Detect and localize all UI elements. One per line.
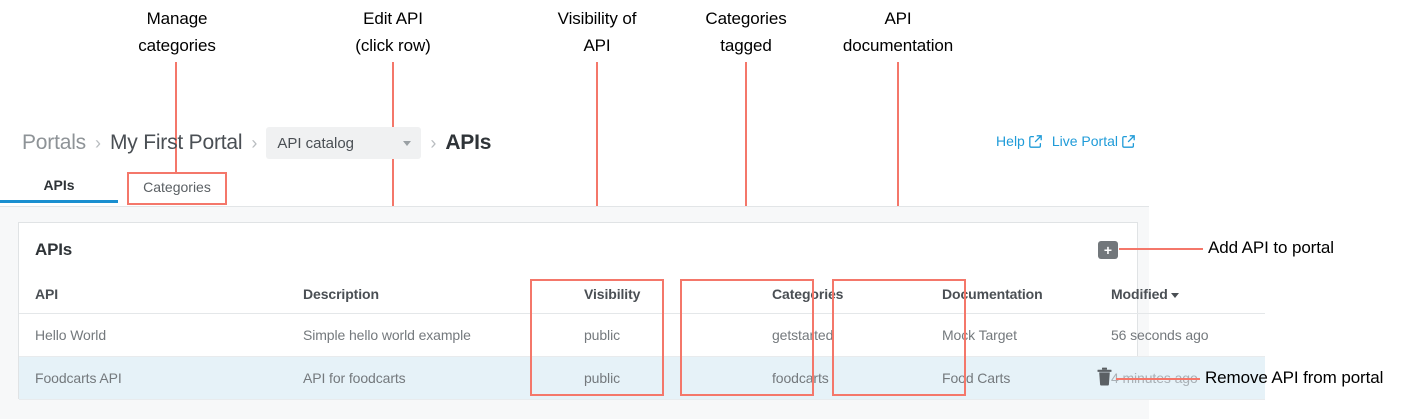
breadcrumb-separator-icon: › <box>251 132 258 153</box>
annotation-line-1: Manage <box>146 9 208 28</box>
column-header-modified-label: Modified <box>1111 286 1168 302</box>
annotation-edit-api: Edit API (click row) <box>313 5 473 59</box>
annotation-add-api-to-portal: Add API to portal <box>1208 238 1334 258</box>
plus-icon: + <box>1103 242 1113 258</box>
column-header-visibility[interactable]: Visibility <box>535 276 734 314</box>
apis-table: API Description Visibility Categories Do… <box>19 276 1265 400</box>
column-header-categories[interactable]: Categories <box>734 276 924 314</box>
top-right-links: Help Live Portal <box>996 133 1135 149</box>
breadcrumb-item-portals[interactable]: Portals <box>22 131 86 154</box>
column-header-modified[interactable]: Modified <box>1104 276 1265 314</box>
tab-bar: APIs Categories <box>0 170 1403 206</box>
annotation-categories-tagged: Categories tagged <box>666 5 826 59</box>
trash-icon <box>1097 367 1112 386</box>
breadcrumb-separator-icon: › <box>94 132 101 153</box>
api-catalog-dropdown-value: API catalog <box>277 134 355 152</box>
annotation-remove-api-label: Remove API from portal <box>1205 368 1384 387</box>
annotation-manage-categories: Manage categories <box>97 5 257 59</box>
annotation-line-1: Edit API <box>363 9 423 28</box>
breadcrumb-separator-icon: › <box>430 132 437 153</box>
table-row[interactable]: Hello World Simple hello world example p… <box>19 313 1265 357</box>
cell-visibility: public <box>535 313 734 357</box>
cell-documentation: Food Carts <box>924 356 1104 400</box>
delete-api-button[interactable] <box>1097 367 1112 386</box>
column-header-documentation[interactable]: Documentation <box>924 276 1104 314</box>
annotation-line-1: Visibility of <box>557 9 637 28</box>
help-link[interactable]: Help <box>996 133 1042 149</box>
cell-description: Simple hello world example <box>303 313 535 357</box>
live-portal-link-label: Live Portal <box>1051 133 1118 149</box>
breadcrumb-item-apis: APIs <box>445 131 492 154</box>
card-title: APIs <box>35 240 72 259</box>
breadcrumb: Portals › My First Portal › API catalog … <box>22 127 491 159</box>
leader-line-categories <box>745 62 747 279</box>
annotation-line-2: (click row) <box>355 36 431 55</box>
help-link-label: Help <box>996 133 1025 149</box>
annotation-remove-api-from-portal: Remove API from portal <box>1205 368 1383 388</box>
add-api-button[interactable]: + <box>1098 241 1118 259</box>
annotation-add-api-label: Add API to portal <box>1208 238 1334 257</box>
leader-line-remove-api <box>1116 378 1200 380</box>
annotation-line-2: API <box>583 36 611 55</box>
leader-line-add-api <box>1119 248 1203 250</box>
annotation-line-1: API <box>884 9 912 28</box>
sort-descending-icon <box>1170 292 1179 298</box>
table-header-row: API Description Visibility Categories Do… <box>19 276 1265 314</box>
annotation-line-2: categories <box>138 36 216 55</box>
tab-categories-label: Categories <box>143 178 211 195</box>
tab-apis-label: APIs <box>43 177 75 193</box>
breadcrumb-item-my-first-portal[interactable]: My First Portal <box>109 131 243 154</box>
tab-apis[interactable]: APIs <box>0 170 118 203</box>
annotation-line-1: Categories <box>705 9 787 28</box>
cell-api: Foodcarts API <box>19 356 303 400</box>
annotation-line-2: tagged <box>720 36 772 55</box>
api-catalog-dropdown[interactable]: API catalog <box>266 127 422 159</box>
cell-visibility: public <box>535 356 734 400</box>
leader-line-manage-categories <box>175 62 177 174</box>
cell-categories: foodcarts <box>734 356 924 400</box>
apis-card: APIs + API Description Visibility Catego… <box>18 222 1265 400</box>
annotation-api-documentation: API documentation <box>818 5 978 59</box>
cell-documentation: Mock Target <box>924 313 1104 357</box>
cell-description: API for foodcarts <box>303 356 535 400</box>
leader-line-visibility <box>596 62 598 279</box>
cell-api: Hello World <box>19 313 303 357</box>
column-header-description[interactable]: Description <box>303 276 535 314</box>
cell-categories: getstarted <box>734 313 924 357</box>
cell-modified: 56 seconds ago <box>1104 313 1265 357</box>
annotation-line-2: documentation <box>842 36 954 55</box>
external-link-icon <box>1029 134 1042 148</box>
annotation-visibility-of-api: Visibility of API <box>517 5 677 59</box>
table-row[interactable]: Foodcarts API API for foodcarts public f… <box>19 356 1265 400</box>
leader-line-documentation <box>897 62 899 279</box>
tab-categories[interactable]: Categories <box>127 170 227 203</box>
live-portal-link[interactable]: Live Portal <box>1052 133 1135 149</box>
external-link-icon <box>1122 134 1135 148</box>
column-header-api[interactable]: API <box>19 276 303 314</box>
chevron-down-icon <box>403 140 412 146</box>
